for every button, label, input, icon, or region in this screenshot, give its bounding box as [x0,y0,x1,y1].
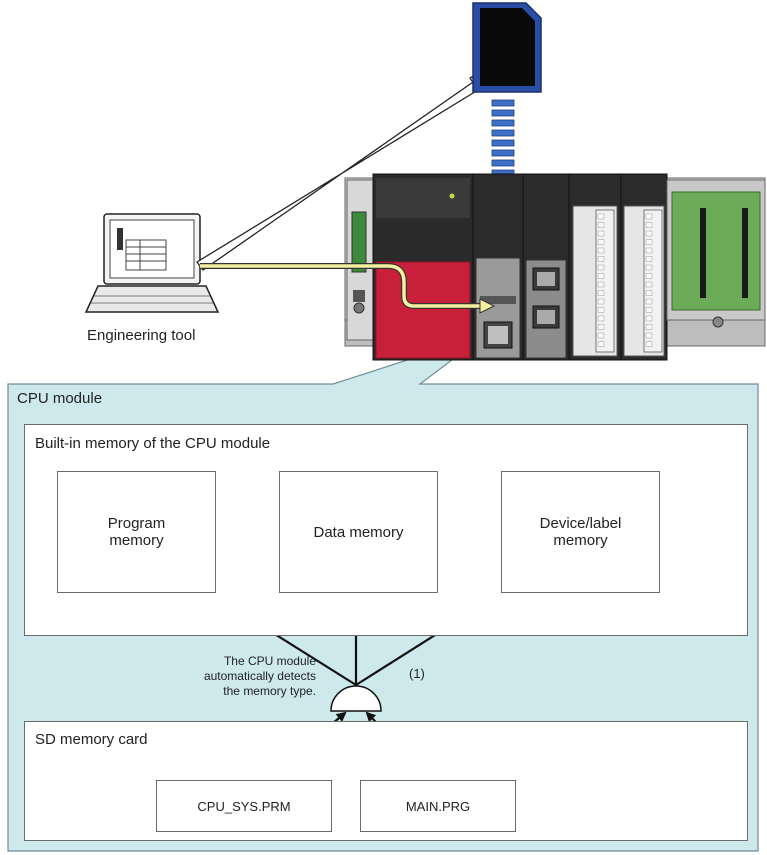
io-terminal-mark [645,213,653,220]
io-terminal-mark [645,307,653,313]
cable [200,263,496,314]
io-terminal-mark [645,315,653,322]
io-terminal-mark [597,247,605,254]
io-terminal-mark [645,332,653,339]
io-terminal-mark [597,324,605,330]
engineering-tool-label: Engineering tool [87,327,196,344]
io-terminal-mark [645,264,653,271]
builtin-memory-title: Built-in memory of the CPU module [35,435,271,452]
io-terminal-mark [597,307,605,313]
io-terminal-mark [597,341,605,347]
io-terminal-mark [597,239,605,245]
io-terminal-mark [645,324,653,330]
io-terminal-mark [597,332,605,339]
io-terminal-mark [597,315,605,322]
data-memory-box: Data memory [279,471,438,593]
detection-node [330,685,382,712]
io-terminal-mark [645,298,653,305]
program-memory-box: Program memory [57,471,216,593]
io-terminal-mark [645,341,653,347]
sd-card-icon [472,2,542,93]
cpu-module-title: CPU module [17,390,103,407]
sd-card-title: SD memory card [35,731,148,748]
io-terminal-mark [597,281,605,288]
io-terminal-mark [645,247,653,254]
plc-rack [344,173,766,361]
detection-marker: (1) [409,666,425,681]
io-terminal-mark [597,298,605,305]
io-terminal-mark [597,230,605,237]
io-terminal-mark [645,222,653,228]
io-terminal-mark [597,222,605,228]
laptop-icon [84,213,220,313]
io-terminal-mark [645,290,653,296]
io-terminal-mark [597,256,605,262]
io-terminal-mark [597,213,605,220]
io-terminal-mark [645,273,653,279]
io-terminal-mark [597,264,605,271]
io-terminal-mark [645,281,653,288]
io-terminal-mark [645,256,653,262]
file-cpu-sys-prm: CPU_SYS.PRM [156,780,332,832]
device-label-memory-box: Device/label memory [501,471,660,593]
io-terminal-mark [597,290,605,296]
file-main-prg: MAIN.PRG [360,780,516,832]
io-terminal-mark [645,239,653,245]
io-terminal-mark [597,273,605,279]
io-terminal-mark [645,230,653,237]
io-terminal-marks [597,213,653,347]
detection-note: The CPU module automatically detects the… [203,654,316,698]
